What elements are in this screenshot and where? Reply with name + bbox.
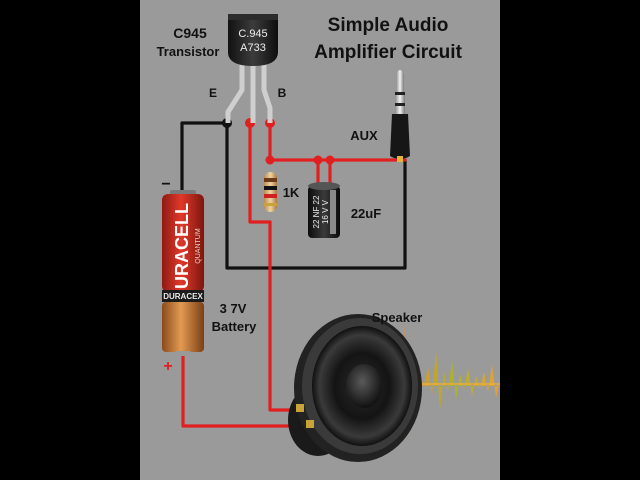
aux-plug-sleeve-2	[395, 106, 405, 114]
battery-positive-nub	[175, 351, 191, 356]
battery-name-label: Battery	[212, 319, 258, 334]
battery-band	[162, 290, 204, 302]
resistor	[264, 172, 277, 212]
battery-band-text: DURACEX	[163, 292, 203, 301]
resistor-band-3	[264, 194, 277, 198]
left-black-bar	[0, 0, 140, 480]
transistor-leg-emitter	[225, 62, 245, 123]
speaker	[288, 314, 422, 462]
junction-dot-cap-right	[325, 155, 335, 165]
speaker-dust-cap	[346, 364, 382, 408]
transistor-name-label: C945	[173, 25, 207, 41]
junction-dot-resistor-top	[265, 155, 275, 165]
transistor-marking-top: C.945	[238, 28, 267, 40]
capacitor-stripe	[330, 190, 336, 234]
aux-plug-ring-2	[395, 103, 405, 106]
transistor-top-face	[228, 14, 278, 20]
transistor-kind-label: Transistor	[157, 44, 220, 59]
aux-label: AUX	[350, 128, 378, 143]
battery-copper-body	[162, 302, 204, 352]
transistor-leg-base	[261, 62, 273, 123]
transistor: C.945 A733	[225, 14, 278, 123]
battery: DURACEX URACELL QUANTUM	[162, 190, 204, 356]
transistor-pin-e-label: E	[209, 86, 217, 100]
black-wire-emitter-to-battery	[180, 121, 229, 202]
battery-brand-text: URACELL	[172, 203, 192, 289]
title-line-2: Amplifier Circuit	[314, 42, 462, 63]
resistor-band-1	[264, 178, 277, 182]
aux-plug-handle	[390, 114, 410, 159]
battery-minus-sign: −	[161, 176, 170, 193]
battery-sub-brand-text: QUANTUM	[195, 228, 202, 264]
aux-jack	[390, 70, 410, 162]
red-wire-battery-to-speaker	[181, 352, 312, 428]
transistor-body	[228, 18, 278, 66]
aux-plug-tip	[396, 70, 404, 92]
speaker-label: Speaker	[372, 310, 423, 325]
aux-plug-sleeve-1	[395, 95, 405, 103]
speaker-terminal-2	[306, 420, 314, 428]
resistor-band-2	[264, 186, 277, 190]
title-line-1: Simple Audio	[328, 15, 449, 36]
aux-plug-ring-1	[395, 92, 405, 95]
resistor-band-4	[264, 203, 277, 206]
capacitor-marking-1: 22 NF 22	[312, 195, 321, 228]
resistor-label: 1K	[283, 185, 300, 200]
battery-voltage-label: 3 7V	[220, 301, 247, 316]
battery-red-body	[162, 194, 204, 292]
junction-dot-cap-left	[313, 155, 323, 165]
capacitor-marking-2: 16 V V	[321, 199, 330, 224]
aux-plug-strain	[397, 156, 403, 162]
transistor-pin-b-label: B	[278, 86, 287, 100]
capacitor-top	[308, 182, 340, 190]
capacitor: 22 NF 22 16 V V	[308, 182, 340, 238]
battery-plus-sign: +	[163, 358, 172, 375]
transistor-marking-bottom: A733	[240, 42, 266, 54]
capacitor-label: 22uF	[351, 206, 381, 221]
black-wire-ground-loop	[225, 121, 407, 270]
speaker-terminal-1	[296, 404, 304, 412]
red-wire-collector-down	[248, 121, 272, 224]
right-black-bar	[500, 0, 640, 480]
